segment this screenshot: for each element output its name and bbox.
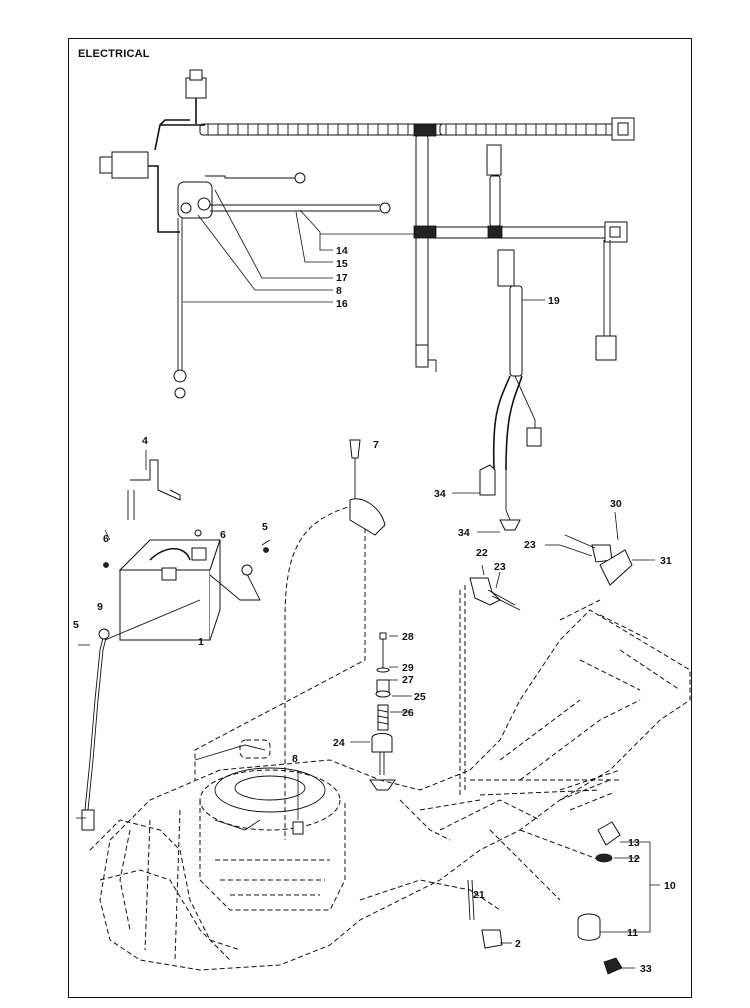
wiring-harness	[99, 69, 635, 533]
diagram-frame	[68, 38, 692, 998]
callout-4: 4	[142, 435, 148, 447]
callout-33: 33	[640, 963, 652, 975]
callout-22: 22	[476, 547, 488, 559]
callout-34-upper: 34	[434, 488, 446, 500]
callout-9: 9	[97, 601, 103, 613]
chassis-outline	[89, 599, 691, 971]
callout-5-left: 5	[73, 619, 79, 631]
callout-15: 15	[336, 258, 348, 270]
callout-19: 19	[548, 295, 560, 307]
callout-7: 7	[373, 439, 379, 451]
callout-25: 25	[414, 691, 426, 703]
callout-2: 2	[515, 938, 521, 950]
ignition-parts	[467, 821, 660, 975]
callout-16: 16	[336, 298, 348, 310]
page-title: ELECTRICAL	[78, 48, 150, 60]
callout-5-right: 5	[262, 521, 268, 533]
callout-27: 27	[402, 674, 414, 686]
callout-labels: 4 7 14 15 17 8 16 19 34 34 30 23 31 22 2…	[73, 245, 676, 975]
callout-26: 26	[402, 707, 414, 719]
callout-21: 21	[473, 889, 485, 901]
callout-6-left: 6	[103, 533, 109, 545]
callout-8-top: 8	[336, 285, 342, 297]
switch-parts	[350, 511, 655, 791]
callout-23-right: 23	[524, 539, 536, 551]
callout-10: 10	[664, 880, 676, 892]
callout-23-left: 23	[494, 561, 506, 573]
battery-assembly	[76, 450, 271, 831]
callout-30: 30	[610, 498, 622, 510]
callout-11: 11	[627, 927, 638, 939]
callout-13: 13	[628, 837, 640, 849]
callout-28: 28	[402, 631, 414, 643]
callout-12: 12	[628, 853, 640, 865]
callout-34-lower: 34	[458, 527, 470, 539]
callout-17: 17	[336, 272, 348, 284]
callout-24: 24	[333, 737, 345, 749]
callout-31: 31	[660, 555, 672, 567]
callout-14: 14	[336, 245, 348, 257]
callout-8-bottom: 8	[292, 753, 298, 765]
callout-29: 29	[402, 662, 414, 674]
dashed-cables	[194, 439, 466, 840]
callout-1: 1	[198, 636, 204, 648]
callout-6-right: 6	[220, 529, 226, 541]
